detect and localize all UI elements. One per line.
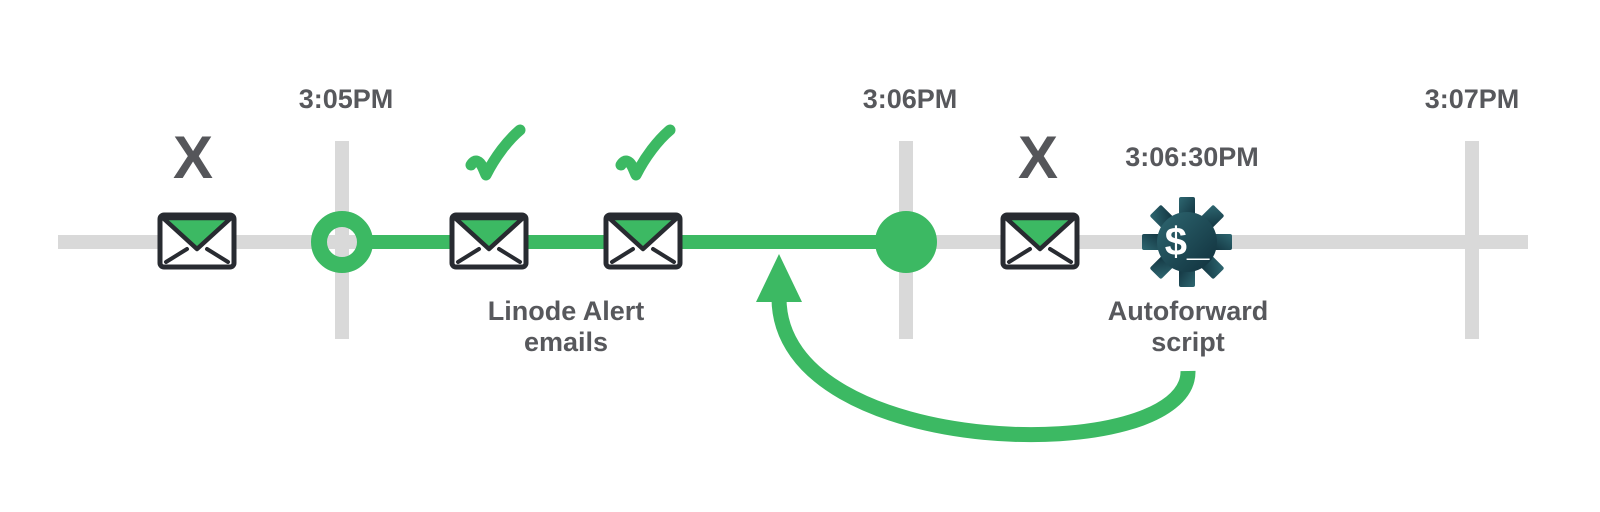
- gear-icon: $_: [1142, 197, 1232, 287]
- timeline-end-dot: [875, 211, 937, 273]
- check-icon: [615, 124, 676, 181]
- linode-alert-emails-line2: emails: [523, 327, 609, 357]
- autoforward-script-label: Autoforward script: [1078, 296, 1298, 358]
- x-mark: X: [1017, 124, 1059, 191]
- envelope-icon: [1000, 212, 1080, 270]
- time-label-3-06-30pm: 3:06:30PM: [1125, 142, 1259, 172]
- envelope-icon: [449, 212, 529, 270]
- time-label-3-05pm: 3:05PM: [298, 84, 394, 114]
- linode-alert-emails-line1: Linode Alert: [487, 296, 645, 326]
- autoforward-script-line2: script: [1151, 327, 1225, 357]
- autoforward-script-line1: Autoforward: [1107, 296, 1269, 326]
- linode-alert-emails-label: Linode Alert emails: [456, 296, 676, 358]
- envelope-icon: [603, 212, 683, 270]
- shell-prompt-glyph: $_: [1165, 220, 1210, 264]
- time-label-3-06pm: 3:06PM: [862, 84, 958, 114]
- envelope-icon: [157, 212, 237, 270]
- loop-arrow-head: [756, 254, 802, 302]
- x-mark: X: [172, 124, 214, 191]
- time-label-3-07pm: 3:07PM: [1424, 84, 1520, 114]
- check-icon: [465, 124, 526, 181]
- timeline-start-ring: [311, 211, 373, 273]
